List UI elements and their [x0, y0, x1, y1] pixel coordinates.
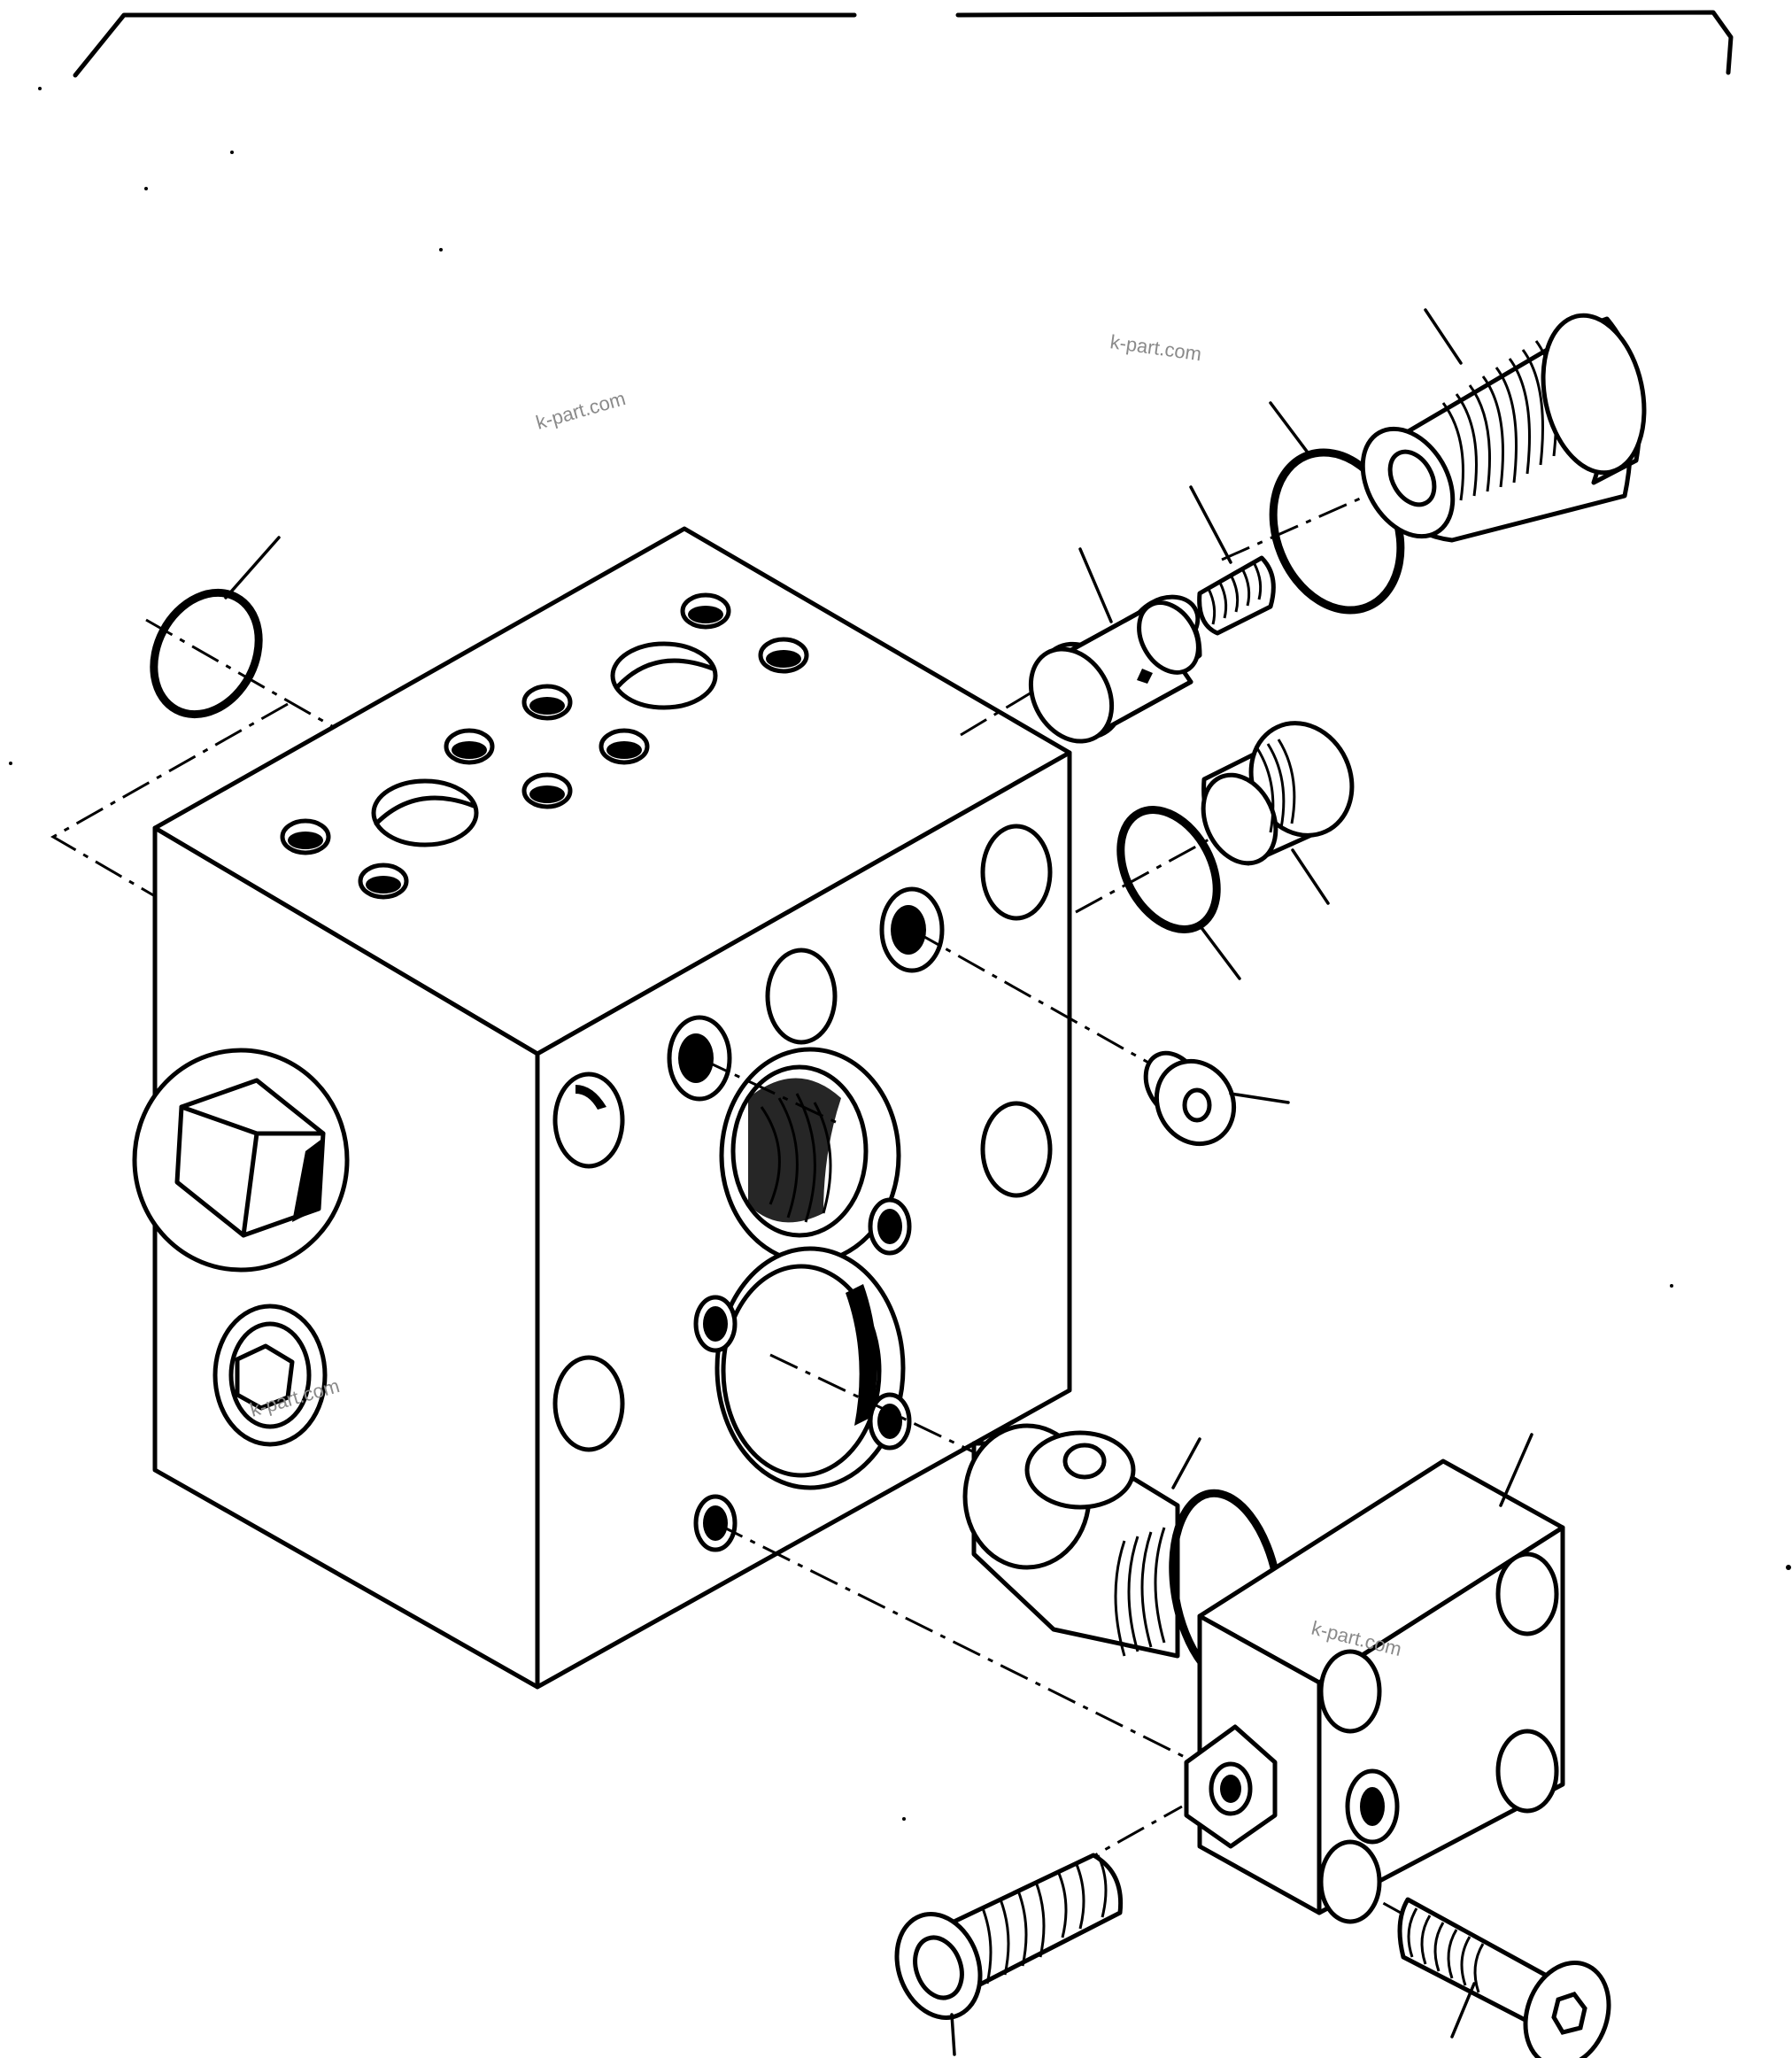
relief-valve-cartridge — [1360, 308, 1647, 543]
cover-block — [1184, 1433, 1565, 1924]
valve-block — [132, 526, 1072, 1690]
fitting-lower — [894, 1853, 1124, 2056]
small-socket-plug — [1143, 1050, 1290, 1147]
spring — [1189, 485, 1276, 636]
page-frame-top-right — [955, 10, 1734, 75]
watermark-text: k-part.com — [1108, 330, 1202, 365]
threaded-plug-middle — [1201, 721, 1355, 905]
top-face-ports — [371, 641, 718, 847]
poppet — [1028, 547, 1202, 744]
spool-check-valve — [962, 1423, 1284, 1690]
top-face-threaded-holes — [280, 592, 809, 900]
left-face-socket-plug — [212, 1304, 328, 1447]
o-ring-middle — [1116, 806, 1241, 980]
watermark-text: k-part.com — [533, 387, 628, 434]
o-ring-left — [150, 536, 281, 719]
right-face-lower-port — [714, 1246, 906, 1490]
left-face-hex-plug — [132, 1048, 350, 1273]
cap-screw — [1397, 1897, 1611, 2058]
page-frame-top-left — [73, 12, 857, 78]
